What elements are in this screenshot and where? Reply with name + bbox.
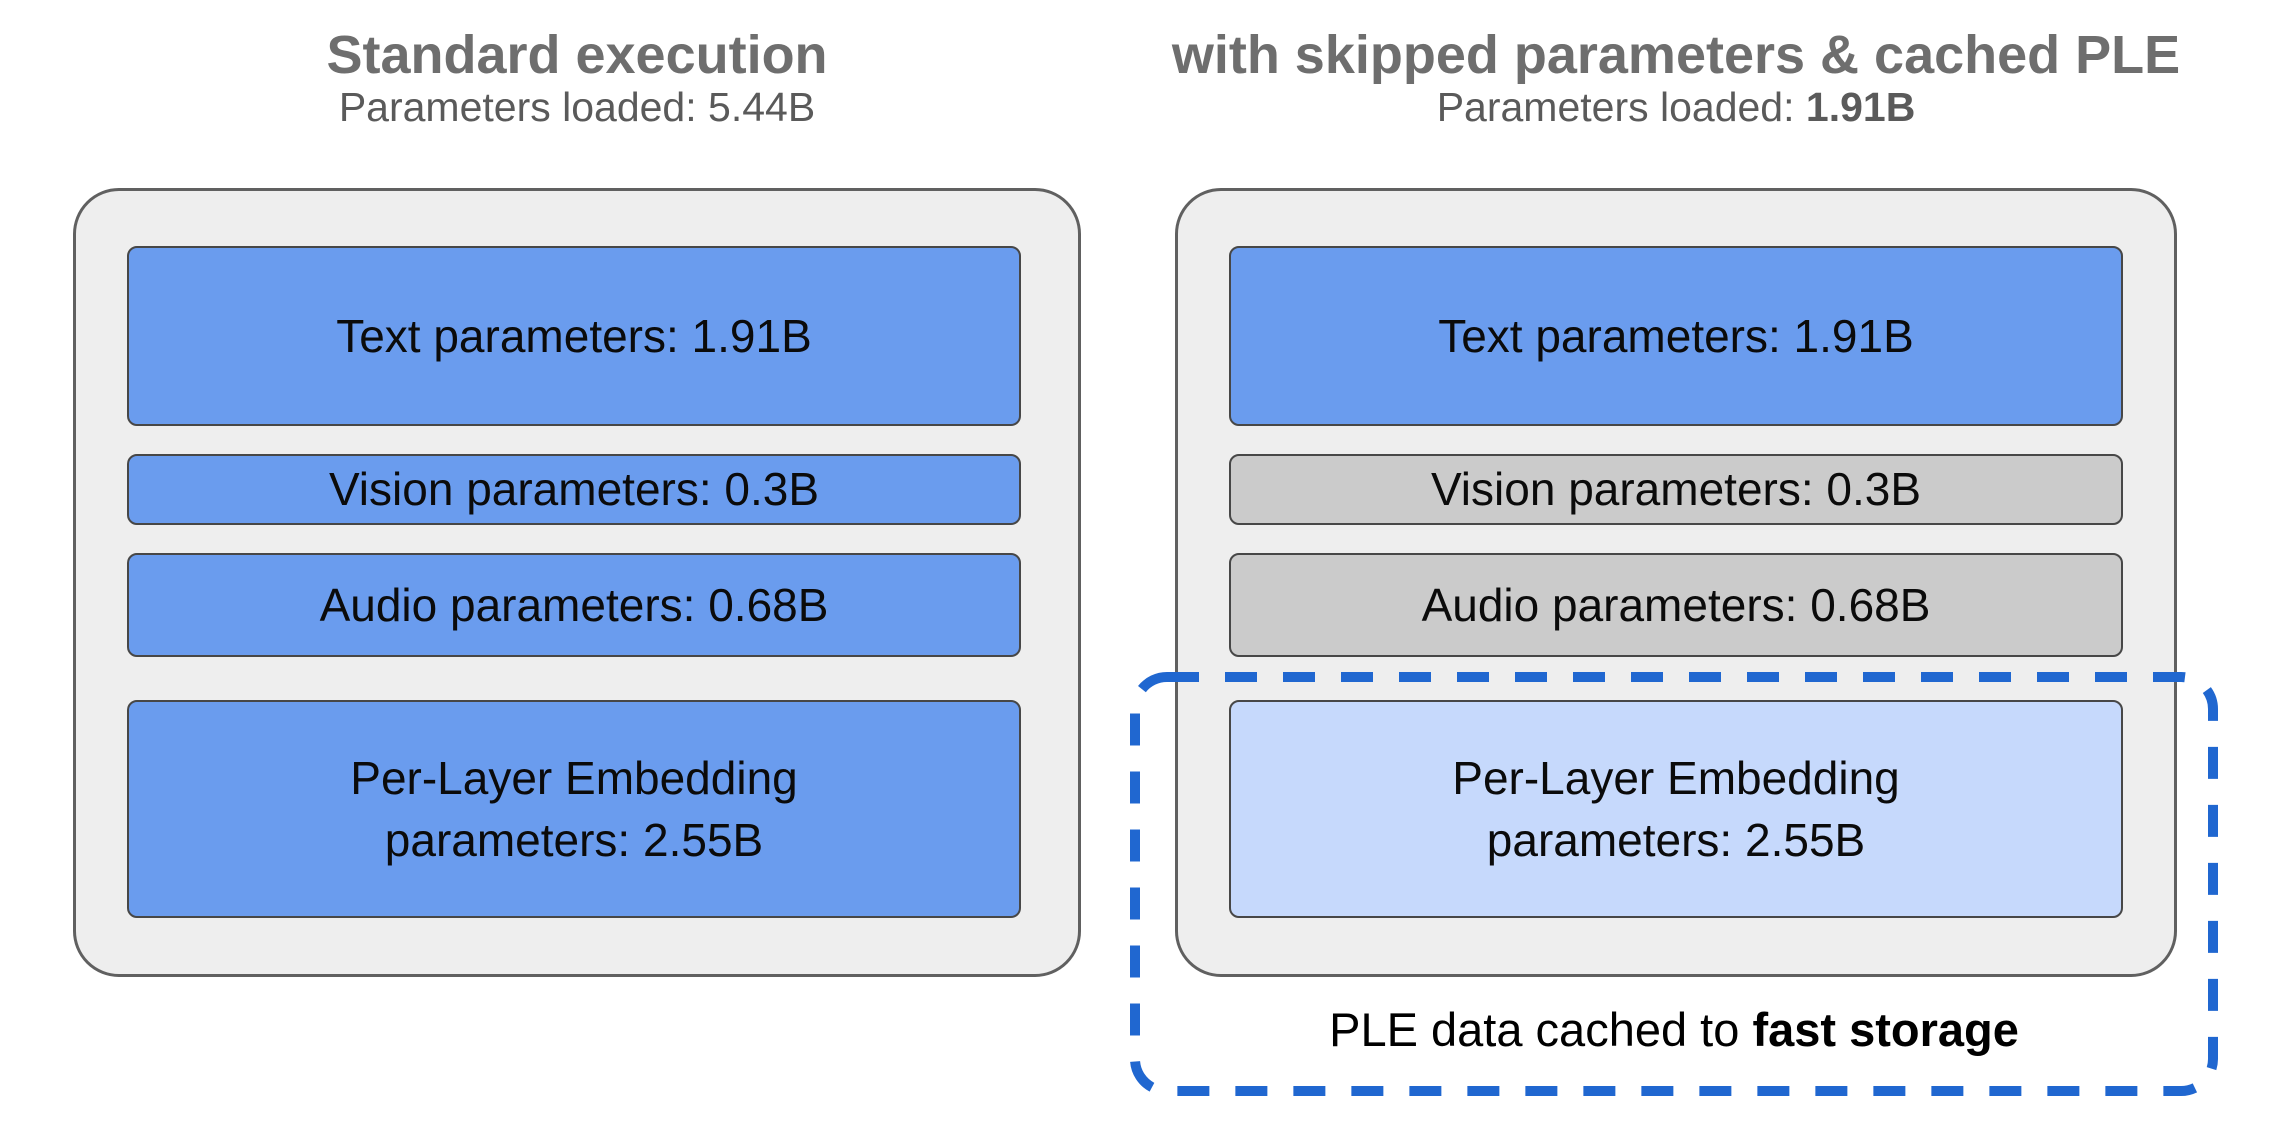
right-vision-parameters-box: Vision parameters: 0.3B	[1229, 454, 2123, 525]
right-subtitle-value: 1.91B	[1805, 84, 1916, 130]
box-label-line1: Per-Layer Embedding	[1452, 751, 1900, 804]
left-subtitle-label: Parameters loaded:	[338, 84, 709, 130]
ple-cache-caption: PLE data cached to fast storage	[1126, 1002, 2222, 1058]
left-per-layer-embedding-box: Per-Layer Embedding parameters: 2.55B	[127, 700, 1021, 918]
box-label: Vision parameters: 0.3B	[328, 463, 820, 516]
right-panel-subtitle: Parameters loaded: 1.91B	[1146, 84, 2206, 131]
left-panel-subtitle: Parameters loaded: 5.44B	[73, 84, 1081, 131]
left-vision-parameters-box: Vision parameters: 0.3B	[127, 454, 1021, 525]
box-label-line2: parameters: 2.55B	[384, 814, 764, 866]
right-audio-parameters-box: Audio parameters: 0.68B	[1229, 553, 2123, 657]
box-label: Audio parameters: 0.68B	[319, 578, 829, 631]
box-label: Vision parameters: 0.3B	[1430, 463, 1922, 516]
right-model-container: Text parameters: 1.91B Vision parameters…	[1175, 188, 2177, 977]
right-panel-title: with skipped parameters & cached PLE	[1171, 25, 2181, 85]
left-panel-title: Standard execution	[326, 25, 828, 85]
right-text-parameters-box: Text parameters: 1.91B	[1229, 246, 2123, 426]
caption-bold-value: fast storage	[1752, 1003, 2019, 1056]
left-text-parameters-box: Text parameters: 1.91B	[127, 246, 1021, 426]
left-model-container: Text parameters: 1.91B Vision parameters…	[73, 188, 1081, 977]
right-per-layer-embedding-box: Per-Layer Embedding parameters: 2.55B	[1229, 700, 2123, 918]
box-label: Audio parameters: 0.68B	[1421, 578, 1931, 631]
box-label: Text parameters: 1.91B	[1438, 309, 1914, 362]
box-label-line2: parameters: 2.55B	[1486, 814, 1866, 866]
right-subtitle-label: Parameters loaded:	[1436, 84, 1806, 130]
box-label-line1: Per-Layer Embedding	[350, 751, 798, 804]
box-label: Text parameters: 1.91B	[336, 309, 812, 362]
left-audio-parameters-box: Audio parameters: 0.68B	[127, 553, 1021, 657]
left-subtitle-value: 5.44B	[708, 84, 816, 130]
caption-label: PLE data cached to	[1329, 1003, 1753, 1056]
